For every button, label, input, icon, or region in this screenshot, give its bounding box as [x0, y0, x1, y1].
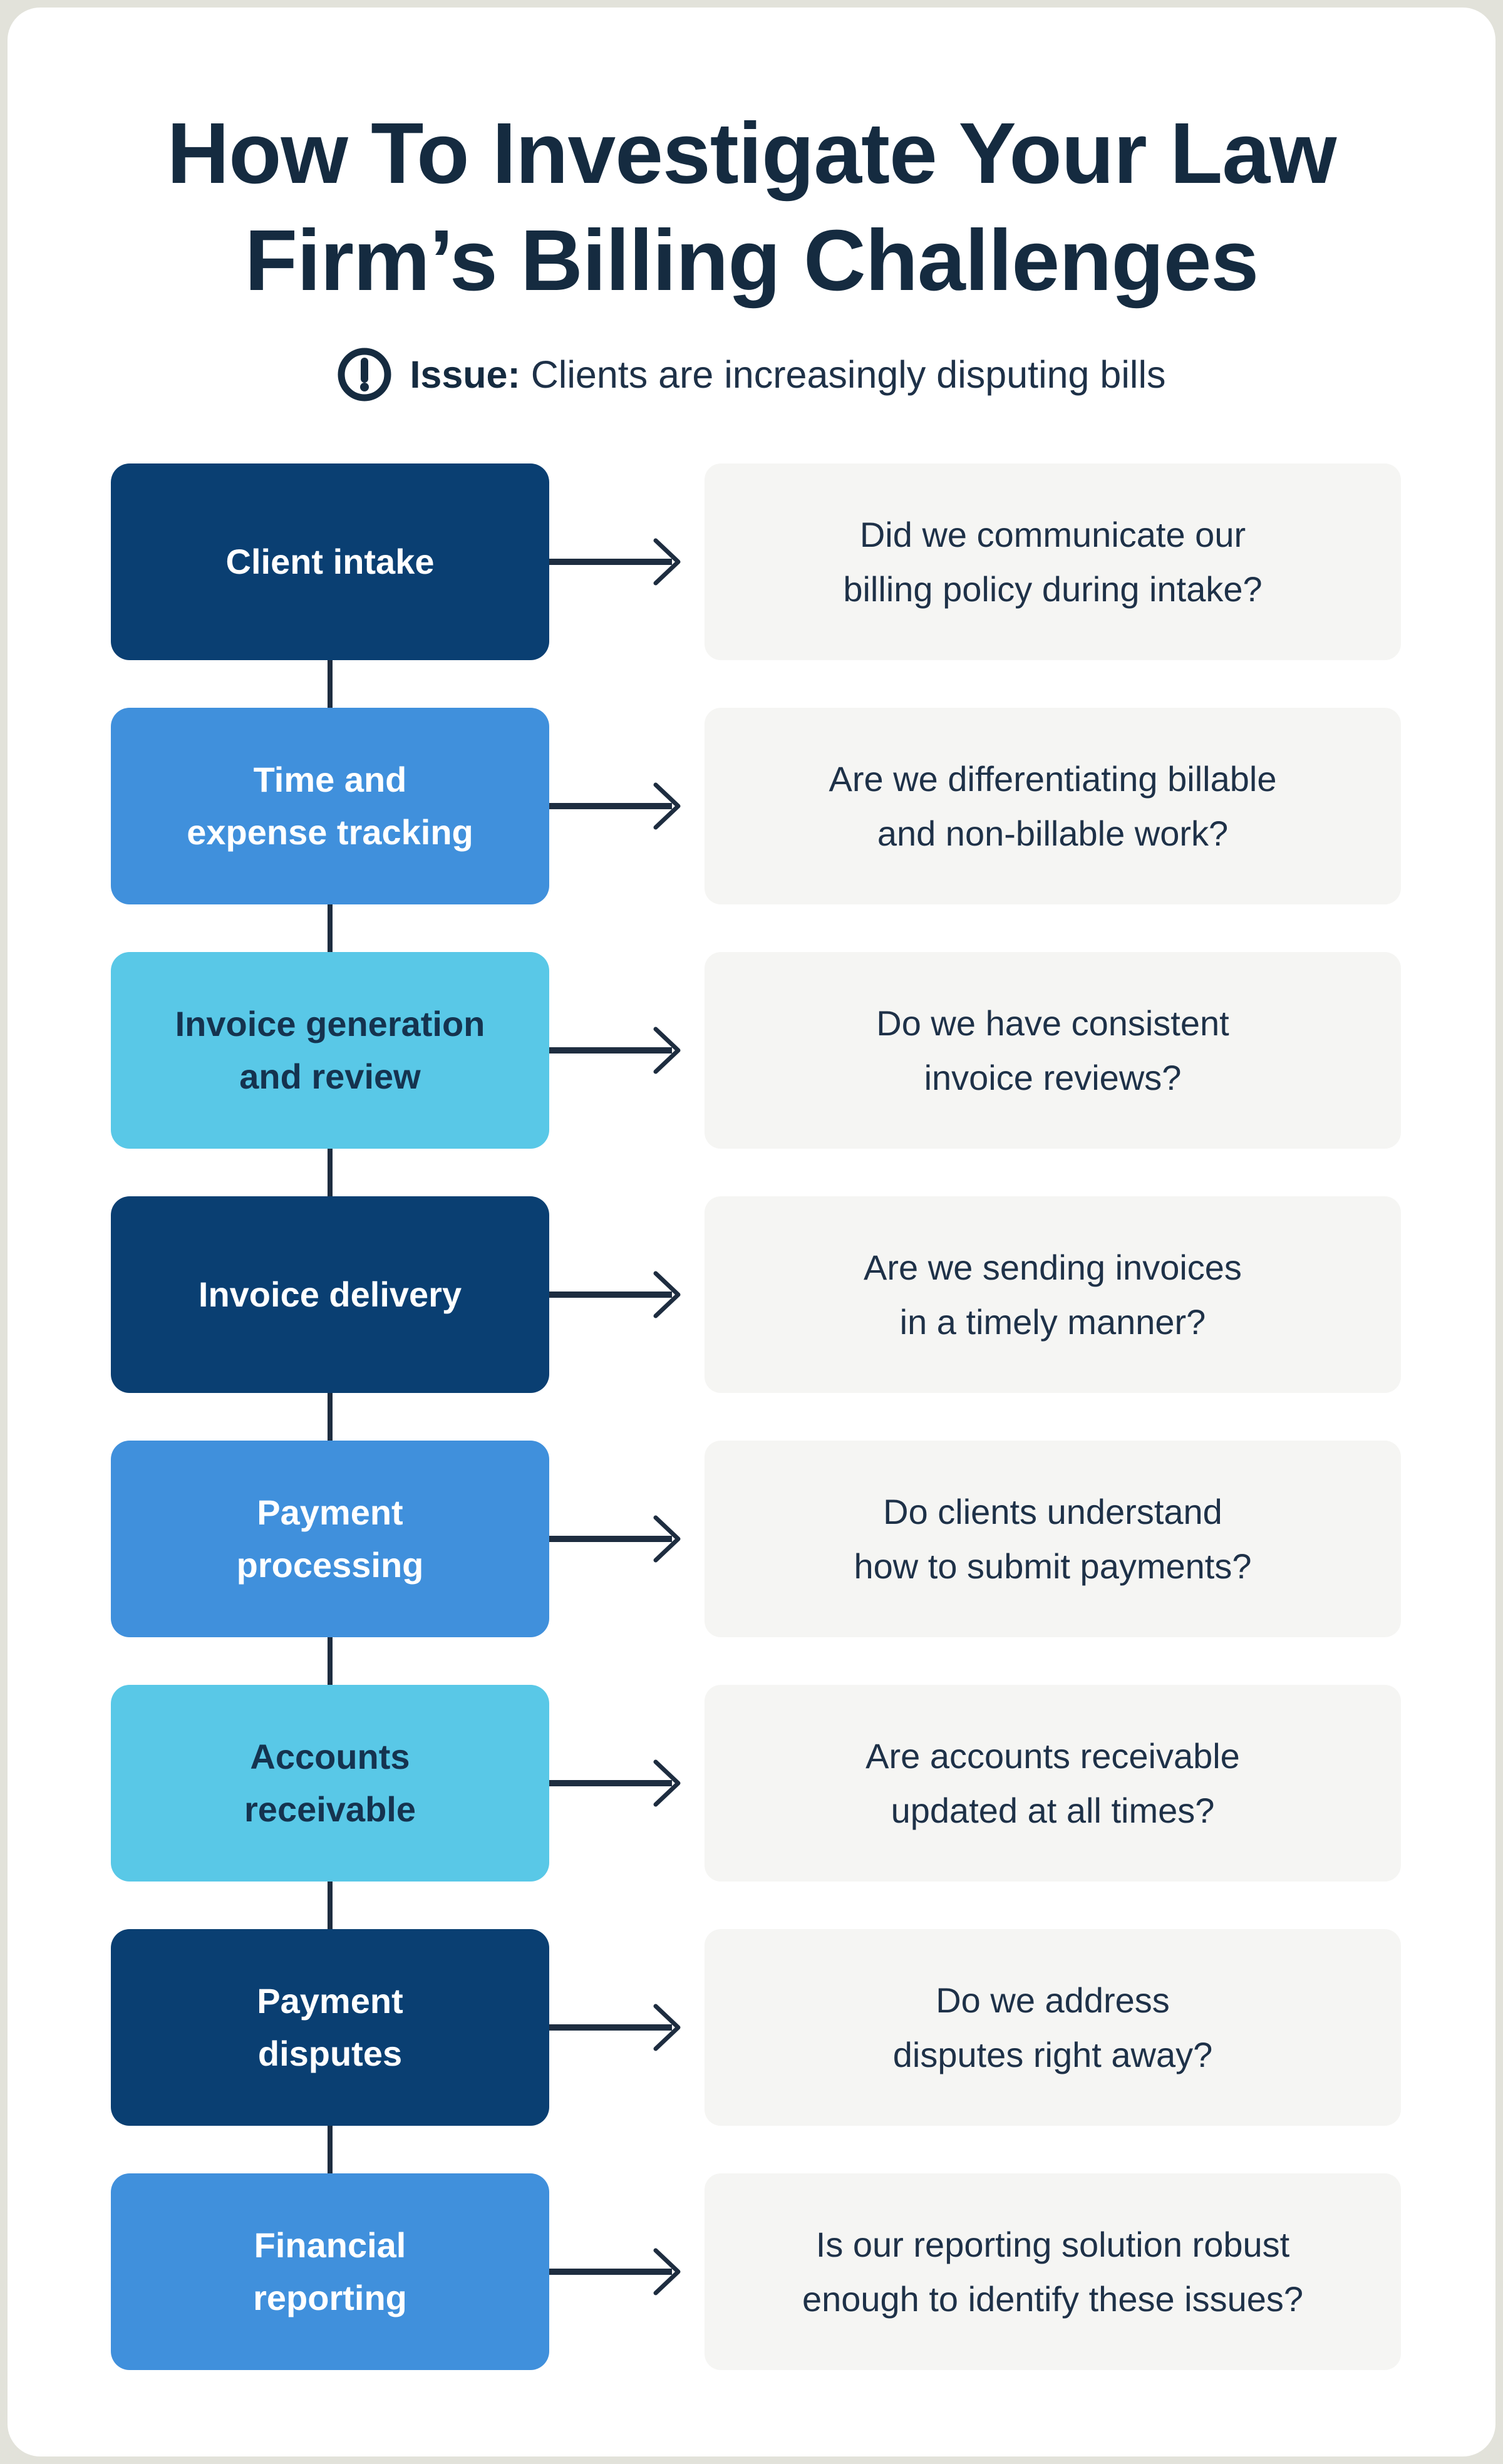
flow-row: Accounts receivable Are accounts receiva… — [111, 1685, 1401, 1930]
question-box: Are we sending invoices in a timely mann… — [705, 1196, 1401, 1393]
arrow-right-icon — [549, 1441, 705, 1637]
step-box-client-intake: Client intake — [111, 463, 549, 709]
step-box-time-expense-tracking: Time and expense tracking — [111, 708, 549, 953]
question-box: Did we communicate our billing policy du… — [705, 463, 1401, 660]
issue-row: Issue: Clients are increasingly disputin… — [8, 347, 1495, 402]
question-box: Do we address disputes right away? — [705, 1929, 1401, 2126]
flow-row: Invoice delivery Are we sending invoices… — [111, 1196, 1401, 1442]
alert-circle-icon — [337, 347, 392, 402]
issue-description: Clients are increasingly disputing bills — [520, 353, 1166, 396]
page-title: How To Investigate Your Law Firm’s Billi… — [167, 105, 1337, 309]
question-box: Do we have consistent invoice reviews? — [705, 952, 1401, 1149]
step-box-accounts-receivable: Accounts receivable — [111, 1685, 549, 1930]
question-box: Is our reporting solution robust enough … — [705, 2173, 1401, 2370]
issue-label: Issue: — [410, 353, 520, 396]
arrow-right-icon — [549, 2173, 705, 2370]
infographic-card: How To Investigate Your Law Firm’s Billi… — [8, 8, 1495, 2456]
flow-row: Invoice generation and review Do we have… — [111, 952, 1401, 1198]
flow-row: Financial reporting Is our reporting sol… — [111, 2173, 1401, 2370]
step-box-financial-reporting: Financial reporting — [111, 2173, 549, 2370]
issue-text: Issue: Clients are increasingly disputin… — [410, 352, 1165, 398]
question-box: Are accounts receivable updated at all t… — [705, 1685, 1401, 1882]
flow-row: Time and expense tracking Are we differe… — [111, 708, 1401, 953]
arrow-right-icon — [549, 952, 705, 1149]
question-box: Are we differentiating billable and non-… — [705, 708, 1401, 904]
arrow-right-icon — [549, 708, 705, 904]
flow-row: Payment processing Do clients understand… — [111, 1441, 1401, 1686]
arrow-right-icon — [549, 463, 705, 660]
step-box-payment-disputes: Payment disputes — [111, 1929, 549, 2175]
question-box: Do clients understand how to submit paym… — [705, 1441, 1401, 1637]
arrow-right-icon — [549, 1685, 705, 1882]
step-box-invoice-delivery: Invoice delivery — [111, 1196, 549, 1442]
flow-diagram: Client intake Did we communicate our bil… — [8, 463, 1495, 2418]
arrow-right-icon — [549, 1196, 705, 1393]
flow-row: Payment disputes Do we address disputes … — [111, 1929, 1401, 2175]
arrow-right-icon — [549, 1929, 705, 2126]
step-box-invoice-generation-review: Invoice generation and review — [111, 952, 549, 1198]
flow-row: Client intake Did we communicate our bil… — [111, 463, 1401, 709]
step-box-payment-processing: Payment processing — [111, 1441, 549, 1686]
